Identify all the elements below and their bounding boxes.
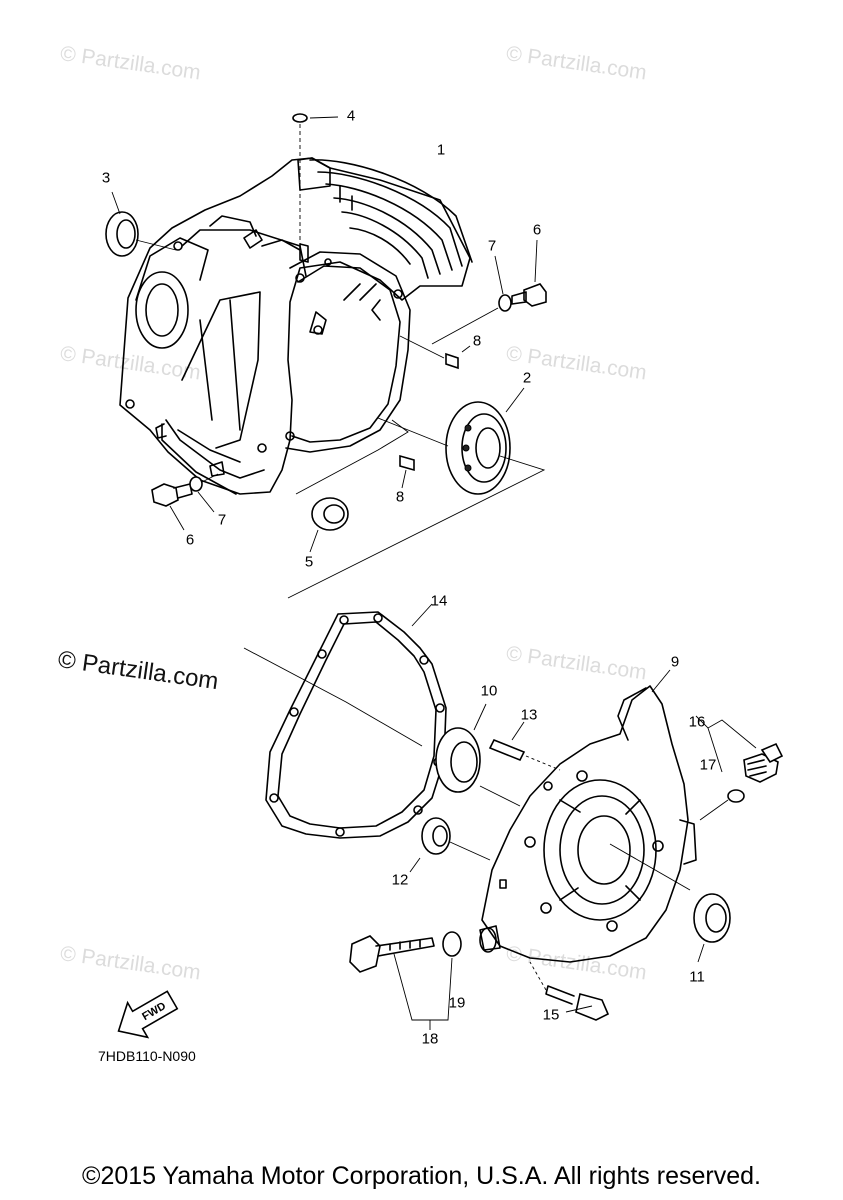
callout-number: 7 — [217, 511, 227, 529]
part-4-washer — [292, 113, 339, 244]
diagram-code: 7HDB110-N090 — [98, 1048, 196, 1064]
part-10-oil-seal — [435, 703, 521, 807]
callout-number: 14 — [430, 592, 448, 610]
callout-number: 15 — [542, 1006, 560, 1024]
fwd-arrow-icon: FWD — [117, 990, 179, 1039]
part-7-washer-upper — [431, 255, 512, 345]
part-6-bolt-upper — [511, 239, 547, 307]
part-6-bolt-lower — [151, 483, 193, 531]
copyright-notice: ©2015 Yamaha Motor Corporation, U.S.A. A… — [82, 1162, 761, 1190]
part-8-dowel-upper — [399, 335, 471, 370]
callout-number: 19 — [448, 994, 466, 1012]
crankcase-body — [119, 157, 473, 495]
callout-number: 11 — [689, 968, 705, 986]
part-9-crankcase-cover — [479, 669, 697, 963]
callout-number: 13 — [520, 706, 538, 724]
callout-number: 2 — [522, 369, 532, 387]
part-11-oil-seal — [693, 893, 731, 963]
callout-number: 7 — [487, 237, 497, 255]
callout-number: 6 — [532, 221, 542, 239]
callout-number: 10 — [480, 682, 498, 700]
callout-number: 17 — [699, 756, 717, 774]
part-15-bolt — [529, 961, 610, 1021]
callout-number: 5 — [304, 553, 314, 571]
callout-number: 12 — [391, 871, 409, 889]
callout-number: 16 — [688, 713, 706, 731]
callout-number: 9 — [670, 653, 680, 671]
callout-number: 8 — [472, 332, 482, 350]
callout-number: 6 — [185, 531, 195, 549]
callout-number: 8 — [395, 488, 405, 506]
part-2-bearing — [287, 387, 546, 599]
callout-number: 18 — [421, 1030, 439, 1048]
part-8-dowel-lower — [399, 454, 415, 489]
part-13-pin — [488, 721, 561, 771]
part-18-dipstick — [349, 935, 453, 1030]
part-7-washer-lower — [189, 473, 219, 513]
callout-number: 3 — [101, 169, 111, 187]
callout-number: 1 — [436, 141, 446, 159]
part-3-oil-seal — [105, 191, 177, 257]
part-16-cap — [695, 715, 784, 783]
part-17-o-ring — [699, 789, 745, 821]
part-12-bearing — [409, 817, 491, 873]
part-19-o-ring — [442, 931, 462, 957]
part-14-gasket — [243, 603, 447, 839]
callout-number: 4 — [346, 107, 356, 125]
part-5-bearing — [295, 419, 409, 553]
